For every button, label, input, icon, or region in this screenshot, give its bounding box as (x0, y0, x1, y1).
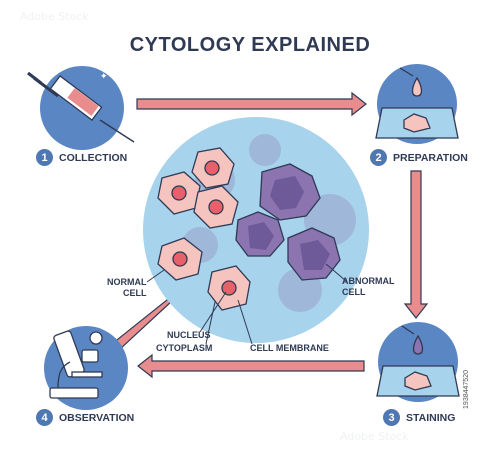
arrow-collection-to-preparation (136, 91, 367, 117)
page-title: CYTOLOGY EXPLAINED (129, 34, 371, 56)
stock-watermark: Adobe Stock Adobe Stock (20, 10, 409, 443)
step-preparation: 2 PREPARATION (370, 149, 468, 166)
step-label: OBSERVATION (59, 411, 135, 424)
step-number: 1 (36, 149, 53, 166)
slide-dropper-icon (375, 67, 459, 139)
cytoplasm-label: CYTOPLASM (156, 343, 213, 353)
step-collection: 1 COLLECTION (36, 149, 127, 166)
step-label: PREPARATION (393, 151, 468, 164)
callout-lines (146, 263, 347, 345)
syringe-icon (27, 71, 135, 143)
nucleus-label: NUCLEUS (167, 330, 211, 340)
abnormal-cell-label: ABNORMAL CELL (342, 276, 395, 297)
normal-cell (157, 147, 251, 311)
svg-text:Adobe Stock: Adobe Stock (20, 10, 89, 23)
step-number: 4 (36, 409, 53, 426)
observation-step (44, 326, 128, 410)
cell-membrane-label: CELL MEMBRANE (250, 343, 329, 353)
normal-cell-label: NORMAL CELL (107, 277, 147, 298)
svg-text:✦: ✦ (100, 72, 108, 82)
staining-step (376, 322, 460, 402)
step-number: 3 (383, 409, 400, 426)
preparation-step (375, 64, 459, 144)
svg-text:Adobe Stock: Adobe Stock (340, 430, 409, 443)
step-label: COLLECTION (59, 151, 128, 164)
step-label: STAINING (406, 411, 456, 424)
stain-dropper-icon (376, 325, 460, 397)
watermark-id: 1938447520 (462, 370, 470, 409)
arrow-staining-to-observation (137, 353, 365, 379)
step-staining: 3 STAINING (383, 409, 455, 426)
collection-step: ✦ (27, 66, 135, 150)
abnormal-cell (235, 163, 341, 281)
step-number: 2 (370, 149, 387, 166)
step-observation: 4 OBSERVATION (36, 409, 134, 426)
microscope-icon (49, 330, 103, 399)
arrow-preparation-to-staining (403, 170, 429, 319)
